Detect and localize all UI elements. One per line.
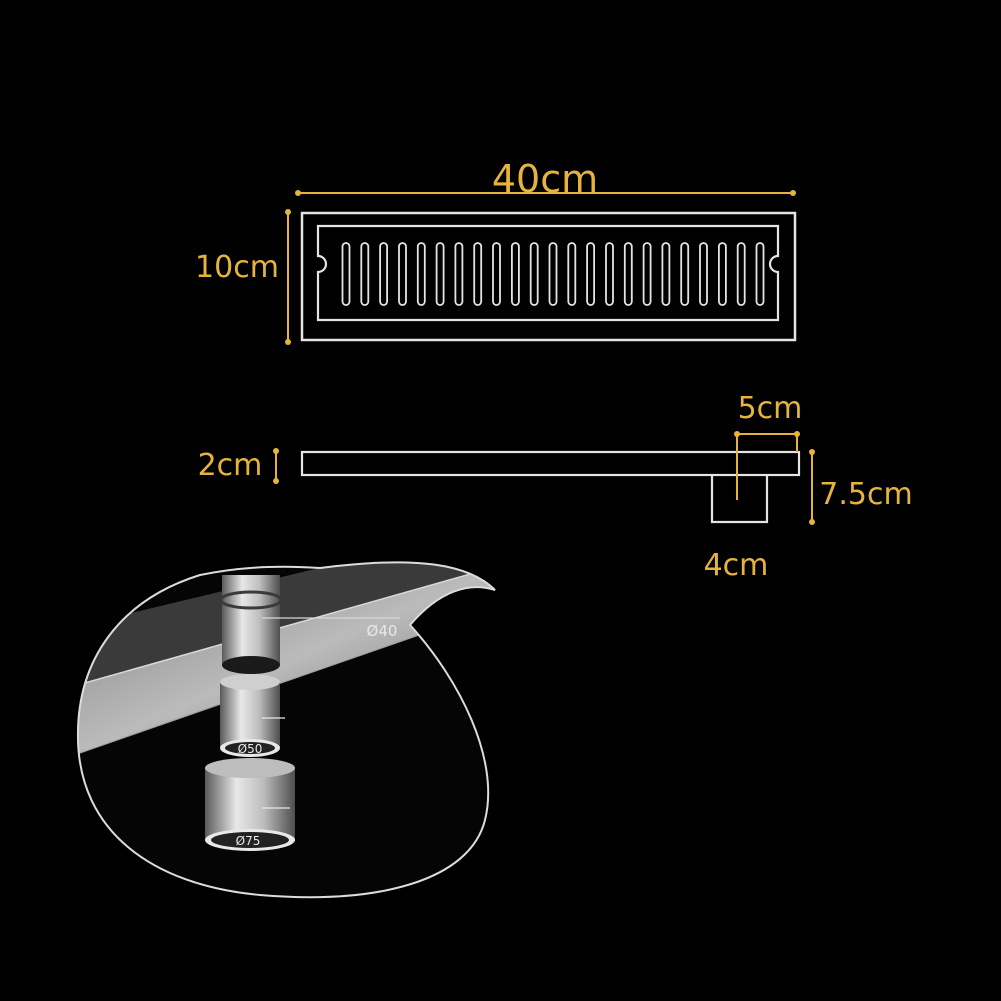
channel-bottom-band <box>77 562 495 760</box>
drain-slot <box>718 242 727 306</box>
drain-slot <box>642 242 652 306</box>
drain-inner-frame <box>316 224 780 322</box>
drain-slot <box>341 242 351 306</box>
d40-label: Ø40 <box>367 622 398 640</box>
outlet-pipe-outline <box>710 475 769 524</box>
drain-slot <box>529 242 539 306</box>
drain-slot <box>567 242 577 306</box>
width-dimension-end-top <box>285 209 291 215</box>
outlet-bottom-label: 4cm <box>704 548 769 583</box>
drain-slot <box>435 242 445 306</box>
width-dimension-end-bottom <box>285 339 291 345</box>
drain-slot <box>510 242 520 306</box>
outlet-stub-d40 <box>219 575 283 674</box>
height-label: 7.5cm <box>819 477 912 512</box>
top-view: 40cm 10cm <box>195 157 797 345</box>
d75-label: Ø75 <box>236 834 261 848</box>
d50-label: Ø50 <box>238 742 263 756</box>
length-label: 40cm <box>492 157 598 201</box>
drain-slot <box>699 242 708 306</box>
outlet-width-label: 5cm <box>738 391 803 426</box>
channel-edge-line <box>77 562 495 691</box>
drain-slot <box>605 242 614 306</box>
thickness-label: 2cm <box>198 448 263 483</box>
thickness-dimension-end-top <box>273 448 279 454</box>
side-view: 2cm 5cm 7.5cm 4cm <box>198 391 913 583</box>
drain-slot <box>586 242 595 306</box>
drain-slot <box>416 242 426 306</box>
drain-outer-frame <box>300 211 797 342</box>
drain-slot <box>755 242 765 306</box>
drain-slot <box>492 242 501 306</box>
drain-slot <box>680 242 690 306</box>
drain-slot <box>398 242 407 306</box>
height-dimension-end-top <box>809 449 815 455</box>
length-dimension-end-right <box>790 190 796 196</box>
drain-slot <box>473 242 483 306</box>
drain-slot <box>623 242 633 306</box>
drain-slot <box>454 242 464 306</box>
drain-slots <box>341 242 765 306</box>
outlet-width-end-left <box>734 431 740 437</box>
width-label: 10cm <box>195 250 279 285</box>
outlet-width-end-right <box>794 431 800 437</box>
adapter-d50 <box>220 674 280 757</box>
length-dimension-end-left <box>295 190 301 196</box>
height-dimension-end-bottom <box>809 519 815 525</box>
drain-slot <box>379 242 389 306</box>
drain-slot <box>548 242 558 306</box>
adapter-d75 <box>205 758 295 851</box>
callout-bubble-outline <box>76 561 496 899</box>
side-channel-outline <box>300 450 801 477</box>
thickness-dimension-end-bottom <box>273 478 279 484</box>
drain-slot <box>661 242 671 306</box>
drain-slot <box>736 242 746 306</box>
drain-slot <box>360 242 370 306</box>
